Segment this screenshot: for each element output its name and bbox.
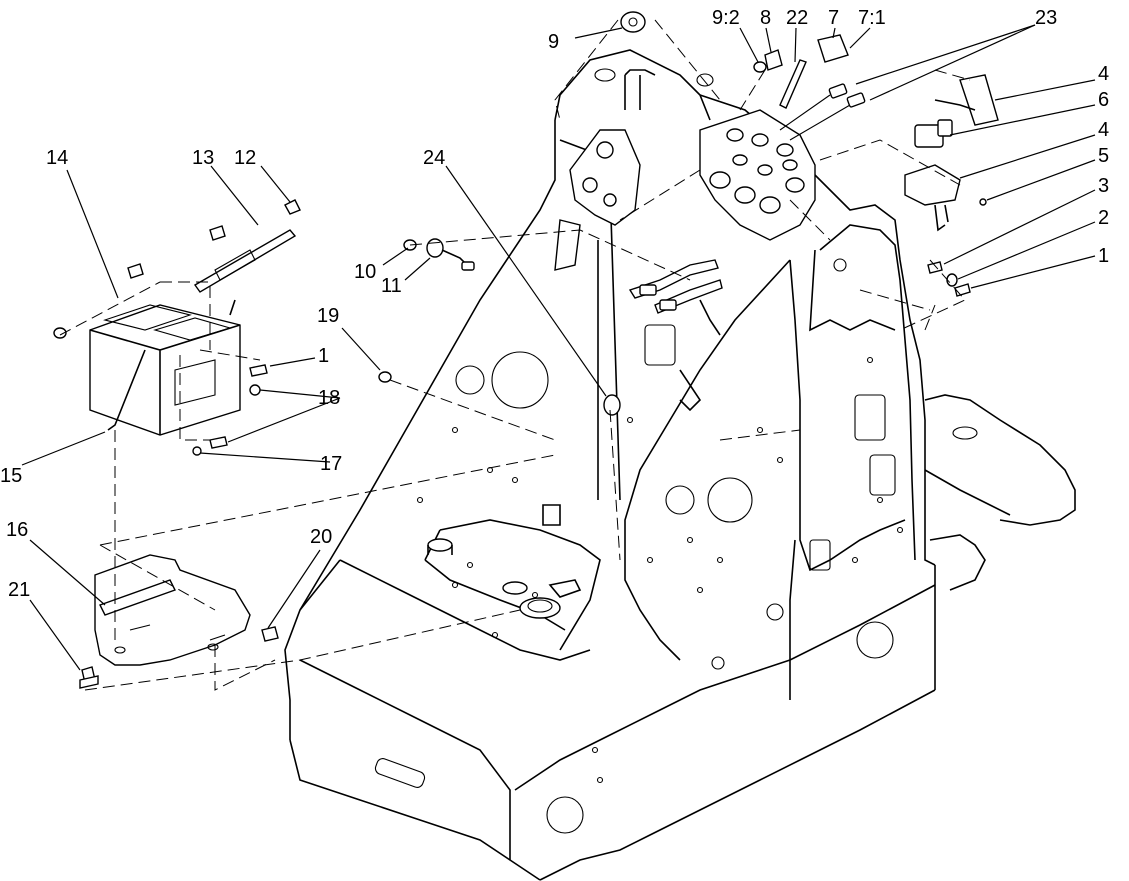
callout-8: 8: [760, 7, 771, 29]
battery-wing-nuts: [127, 225, 226, 279]
callout-11: 11: [381, 275, 402, 297]
callout-6: 6: [1098, 89, 1109, 111]
callout-5: 5: [1098, 145, 1109, 167]
callout-21: 21: [8, 579, 30, 601]
part-15-j-bolt: [107, 299, 236, 431]
part-4-relay-base: [904, 164, 961, 232]
part-22-pin: [779, 59, 807, 109]
callout-9: 9: [548, 31, 559, 53]
assembly-center-lines: [59, 19, 971, 691]
part-7-switch: [817, 34, 849, 63]
callout-24: 24: [423, 147, 445, 169]
part-16-battery-tray: [94, 554, 251, 666]
callout-15: 15: [0, 465, 22, 487]
callout-22: 22: [786, 7, 808, 29]
callout-13: 13: [192, 147, 214, 169]
callout-9-2: 9:2: [712, 7, 740, 29]
part-1-nut-right: [954, 283, 971, 297]
callout-7: 7: [828, 7, 839, 29]
callout-1-right: 1: [1098, 245, 1109, 267]
left-control-valve: [554, 129, 641, 271]
callout-18: 18: [318, 387, 340, 409]
callout-19: 19: [317, 305, 339, 327]
part-21-bolt: [79, 666, 99, 689]
part-5-screw: [979, 198, 987, 206]
part-4-relay-bracket: [934, 74, 999, 126]
part-23-harness: [779, 83, 866, 141]
callout-17: 17: [320, 453, 342, 475]
callout-4-relay-base: 4: [1098, 119, 1109, 141]
part-3-bolt: [927, 261, 943, 274]
part-24-clamp: [603, 394, 621, 416]
callout-1-left: 1: [318, 345, 329, 367]
part-12-wing-nut: [284, 199, 301, 215]
frame-holes: [416, 356, 904, 784]
callout-16: 16: [6, 519, 28, 541]
hoses: [628, 259, 723, 412]
part-20-bolt: [261, 626, 279, 642]
part-6-relay: [914, 119, 953, 148]
callout-3: 3: [1098, 175, 1109, 197]
part-14-battery: [53, 304, 241, 436]
part-9-2-nut: [753, 61, 767, 73]
part-1-18-17-terminals: [192, 364, 268, 456]
callout-20: 20: [310, 526, 332, 548]
callout-12: 12: [234, 147, 256, 169]
part-10-11-switch: [403, 238, 475, 271]
leader-lines: [21, 24, 1096, 671]
callout-14: 14: [46, 147, 68, 169]
part-9-connector: [620, 11, 646, 33]
part-19-nut: [378, 371, 392, 383]
part-13-hold-down-rod: [193, 229, 297, 293]
callout-4-relay-bracket: 4: [1098, 63, 1109, 85]
part-8-switch: [764, 49, 783, 71]
part-2-washer: [946, 273, 958, 287]
callout-10: 10: [354, 261, 376, 283]
callout-labels: 9 9:2 8 22 7 7:1 23 4 6 4 5 3 2 1 14 13 …: [0, 7, 1109, 601]
main-frame: [284, 49, 1076, 881]
callout-23: 23: [1035, 7, 1057, 29]
callout-2: 2: [1098, 207, 1109, 229]
callout-7-1: 7:1: [858, 7, 886, 29]
control-valve-block: [699, 109, 816, 241]
